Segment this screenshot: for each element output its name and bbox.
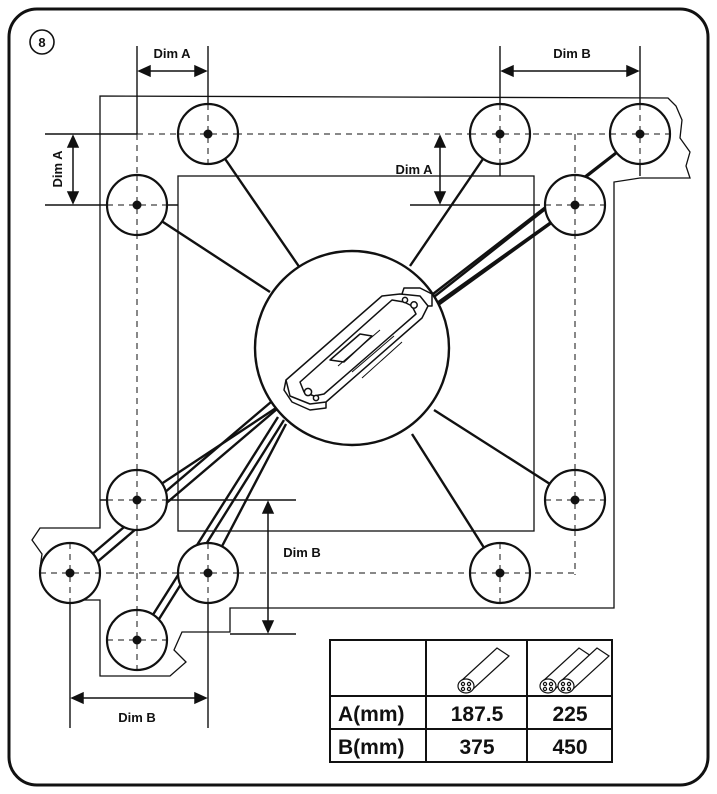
anchor-point: [543, 173, 607, 237]
anchor-point: [38, 541, 102, 605]
anchor-point: [176, 102, 240, 166]
spec-table: A(mm) 187.5 225 B(mm) 375 450: [329, 639, 613, 763]
anchor-point: [105, 468, 169, 532]
dim-a-label-right: Dim A: [395, 162, 433, 177]
ceiling-panel-outline: [31, 95, 691, 677]
anchor-points: [38, 102, 672, 672]
anchor-point: [543, 468, 607, 532]
row-b-label: B(mm): [338, 736, 405, 759]
dim-a-label-left: Dim A: [50, 150, 65, 188]
dimension-arrows: [66, 64, 640, 705]
anchor-point: [468, 102, 532, 166]
dim-b-label-bottom: Dim B: [118, 710, 156, 725]
double-cable-icon: [539, 647, 610, 694]
row-a-label: A(mm): [338, 703, 405, 726]
anchor-point: [468, 541, 532, 605]
dim-b-label-middle: Dim B: [283, 545, 321, 560]
anchor-point: [105, 173, 169, 237]
row-a-value-single: 187.5: [451, 703, 504, 726]
single-cable-icon: [457, 647, 510, 694]
anchor-point: [608, 102, 672, 166]
dim-b-label-top: Dim B: [553, 46, 591, 61]
dim-a-label-top: Dim A: [153, 46, 191, 61]
inner-square: [177, 175, 535, 532]
row-b-value-single: 375: [459, 736, 494, 759]
anchor-point: [105, 608, 169, 672]
anchor-point: [176, 541, 240, 605]
row-b-value-double: 450: [552, 736, 587, 759]
row-a-value-double: 225: [552, 703, 587, 726]
step-badge: 8: [29, 29, 55, 55]
mounting-bracket-icon: [283, 287, 433, 411]
step-number: 8: [38, 35, 45, 50]
